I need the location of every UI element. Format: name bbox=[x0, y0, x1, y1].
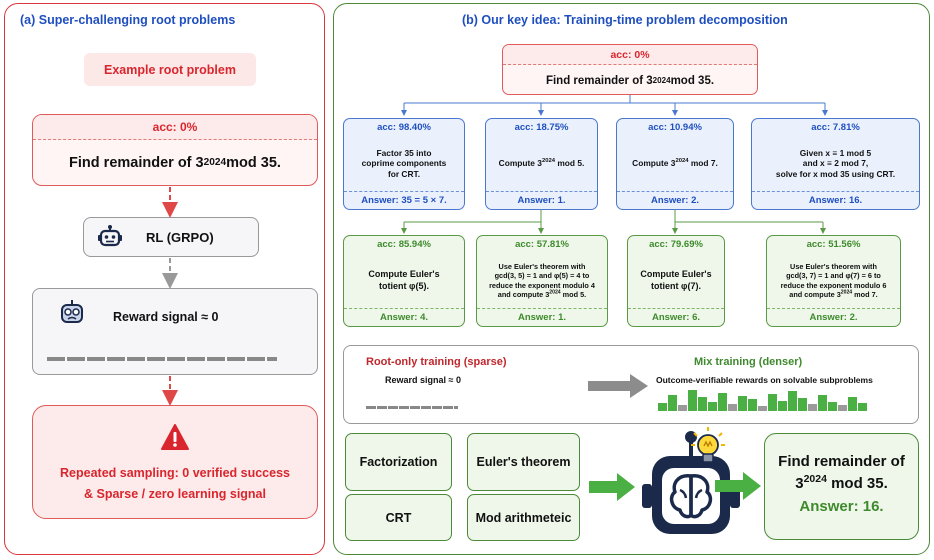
reward-bar bbox=[698, 397, 707, 411]
final-problem-line1: Find remainder of bbox=[778, 453, 905, 470]
right-arrow-icon bbox=[588, 374, 648, 398]
subproblem-text: Compute 32024 mod 7. bbox=[632, 158, 718, 169]
reward-bar bbox=[748, 399, 757, 411]
brain-robot-icon bbox=[638, 428, 744, 552]
example-root-label: Example root problem bbox=[84, 53, 256, 86]
acc-label: acc: 7.81% bbox=[811, 122, 860, 133]
reward-bar bbox=[818, 395, 827, 411]
root-acc-b: acc: 0% bbox=[503, 45, 757, 65]
panel-b-title: (b) Our key idea: Training-time problem … bbox=[462, 13, 788, 27]
reward-bar bbox=[858, 403, 867, 411]
reward-bar bbox=[758, 406, 767, 411]
reward-bar bbox=[738, 396, 747, 411]
panel-a bbox=[4, 3, 325, 555]
answer-label: Answer: 4. bbox=[344, 308, 464, 326]
reward-bar bbox=[838, 405, 847, 411]
acc-label: acc: 51.56% bbox=[806, 239, 861, 250]
acc-label: acc: 10.94% bbox=[648, 122, 702, 133]
answer-label: Answer: 1. bbox=[486, 191, 597, 209]
reward-label: Reward signal ≈ 0 bbox=[113, 310, 219, 324]
reward-box: Reward signal ≈ 0 bbox=[32, 288, 318, 375]
root-only-flat-bar bbox=[366, 406, 458, 409]
skill-factorization: Factorization bbox=[345, 433, 452, 491]
skill-crt: CRT bbox=[345, 494, 452, 541]
rl-label: RL (GRPO) bbox=[146, 229, 214, 245]
reward-bar bbox=[718, 393, 727, 411]
warning-icon bbox=[160, 423, 190, 451]
acc-label: acc: 57.81% bbox=[515, 239, 569, 250]
training-comparison-box: Root-only training (sparse) Reward signa… bbox=[343, 345, 919, 424]
reward-bar bbox=[728, 404, 737, 411]
reward-bar bbox=[768, 394, 777, 411]
reward-bar bbox=[828, 402, 837, 411]
robot-icon bbox=[96, 224, 124, 252]
reward-bar bbox=[658, 403, 667, 411]
final-answer-box: Find remainder of 32024 mod 35. Answer: … bbox=[764, 433, 919, 540]
final-problem-line2: 32024 mod 35. bbox=[795, 473, 888, 492]
answer-label: Answer: 35 = 5 × 7. bbox=[344, 191, 464, 209]
reward-bar bbox=[678, 405, 687, 411]
failure-box: Repeated sampling: 0 verified success & … bbox=[32, 405, 318, 519]
mix-sub: Outcome-verifiable rewards on solvable s… bbox=[656, 375, 873, 385]
reward-bar bbox=[808, 404, 817, 411]
root-only-sub: Reward signal ≈ 0 bbox=[385, 375, 461, 385]
reward-bar bbox=[778, 401, 787, 411]
skill-mod-arithmetic: Mod arithmeteic bbox=[467, 494, 580, 541]
failure-line-2: & Sparse / zero learning signal bbox=[83, 487, 266, 501]
flat-reward-bar bbox=[47, 357, 277, 361]
acc-label: acc: 18.75% bbox=[514, 122, 569, 133]
mix-title: Mix training (denser) bbox=[694, 356, 803, 368]
subproblem-text: Compute 32024 mod 5. bbox=[498, 158, 585, 169]
subproblem-mod7: acc: 10.94% Compute 32024 mod 7. Answer:… bbox=[616, 118, 734, 210]
panel-b bbox=[333, 3, 930, 555]
reward-bar bbox=[788, 391, 797, 411]
reward-bar bbox=[848, 397, 857, 411]
acc-label: acc: 98.40% bbox=[377, 122, 431, 133]
green-arrow-icon bbox=[589, 473, 635, 501]
acc-label: acc: 79.69% bbox=[649, 239, 703, 250]
root-acc: acc: 0% bbox=[33, 115, 317, 140]
skill-euler-theorem: Euler's theorem bbox=[467, 433, 580, 491]
final-answer: Answer: 16. bbox=[799, 498, 884, 515]
sad-robot-icon bbox=[57, 298, 87, 328]
mix-reward-bars bbox=[658, 388, 870, 411]
subproblem-mod5: acc: 18.75% Compute 32024 mod 5. Answer:… bbox=[485, 118, 598, 210]
reward-bar bbox=[708, 402, 717, 411]
acc-label: acc: 85.94% bbox=[377, 239, 431, 250]
green-arrow-icon-2 bbox=[715, 472, 761, 500]
answer-label: Answer: 6. bbox=[628, 308, 724, 326]
reward-bar bbox=[668, 395, 677, 411]
answer-label: Answer: 16. bbox=[752, 191, 919, 209]
reward-bar bbox=[798, 398, 807, 411]
answer-label: Answer: 2. bbox=[617, 191, 733, 209]
panel-a-title: (a) Super-challenging root problems bbox=[20, 13, 236, 27]
rl-grpo-box: RL (GRPO) bbox=[83, 217, 259, 257]
failure-line-1: Repeated sampling: 0 verified success bbox=[60, 466, 290, 480]
answer-label: Answer: 1. bbox=[477, 308, 607, 326]
reward-bar bbox=[688, 390, 697, 411]
root-only-title: Root-only training (sparse) bbox=[366, 356, 507, 368]
lightbulb-icon bbox=[691, 427, 725, 467]
answer-label: Answer: 2. bbox=[767, 308, 900, 326]
